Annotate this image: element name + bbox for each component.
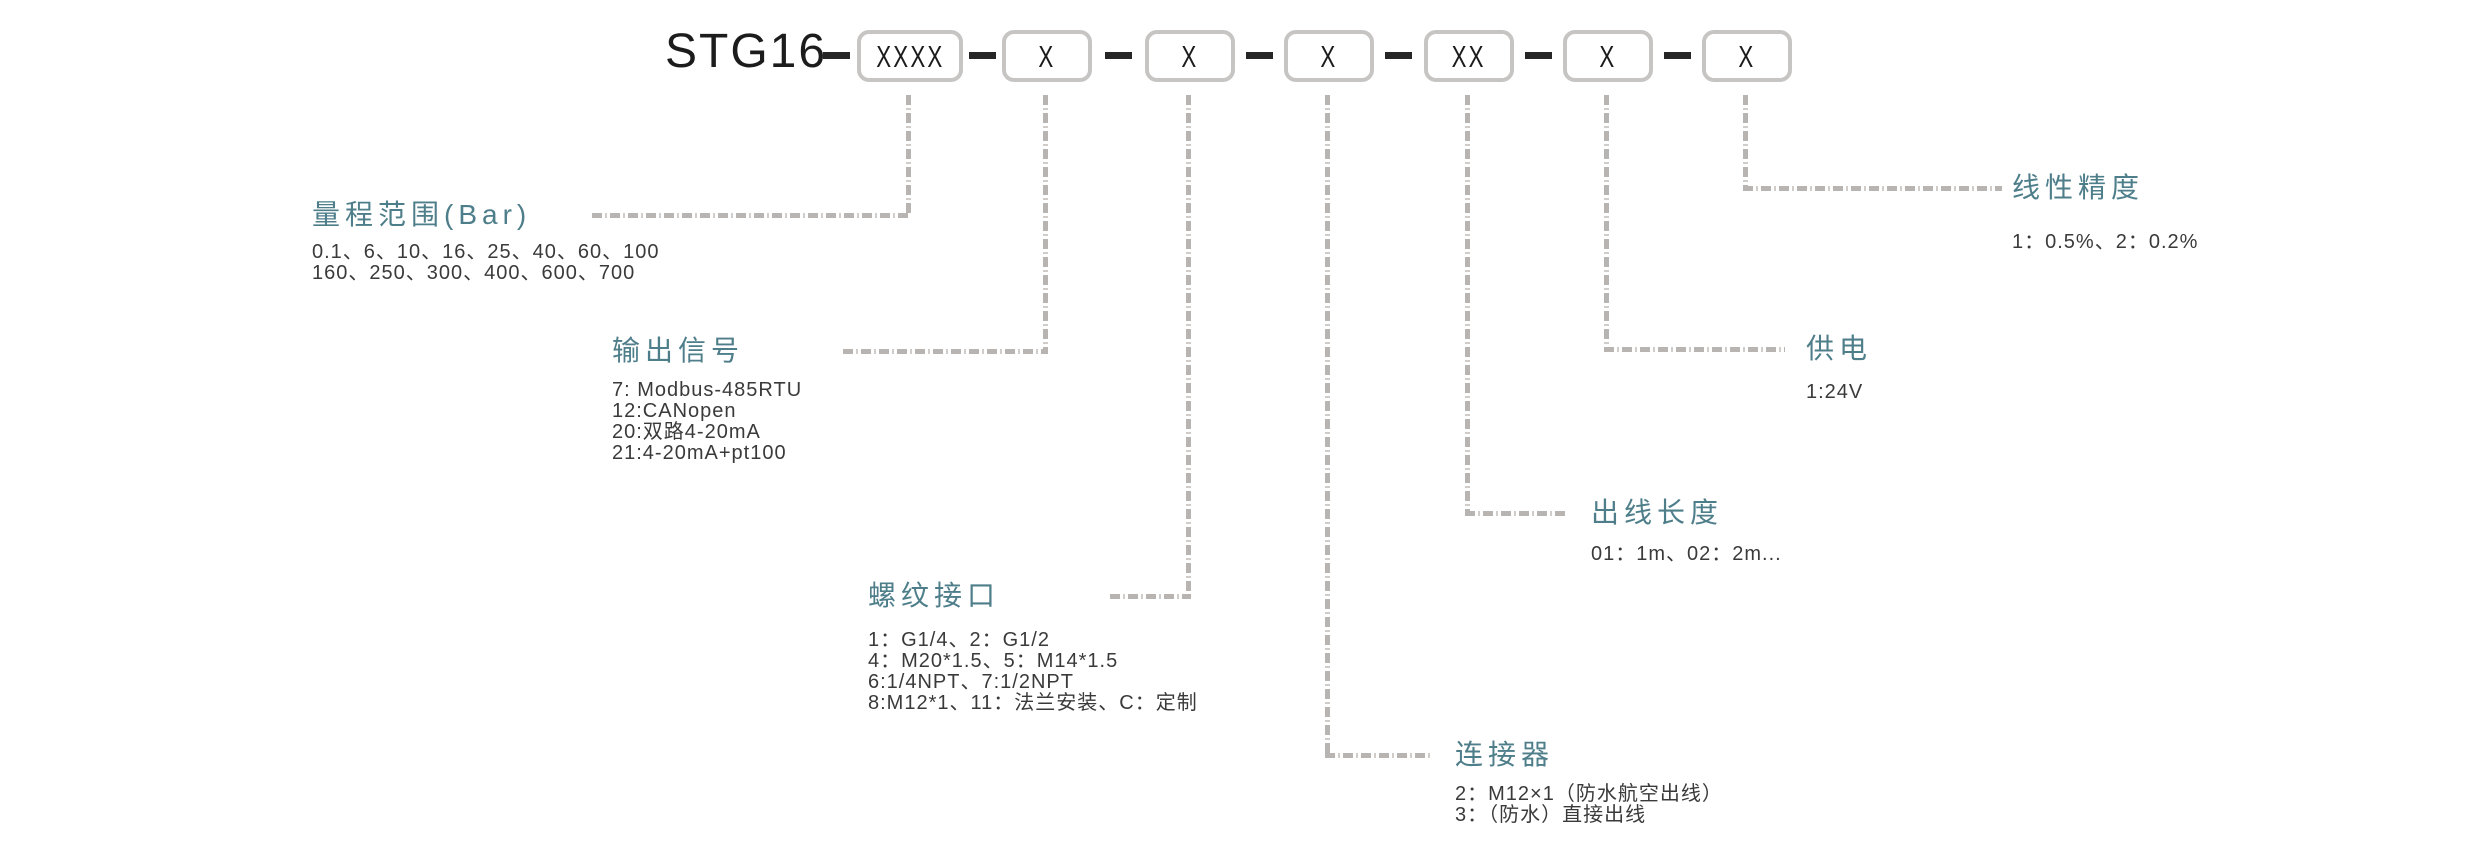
field-value-line: 7: Modbus-485RTU: [612, 379, 803, 401]
field-values-thread-interface: 1：G1/4、2：G1/2 4：M20*1.5、5：M14*1.5 6:1/4N…: [868, 630, 1198, 714]
leader-hline-power-supply: [1604, 347, 1785, 352]
leader-hline-thread-interface: [1110, 594, 1191, 599]
field-value-line: 4：M20*1.5、5：M14*1.5: [868, 650, 1119, 672]
leader-hline-range: [592, 213, 910, 218]
code-box-thread-interface: X: [1145, 30, 1235, 82]
leader-hline-cable-length: [1465, 511, 1568, 516]
field-values-power-supply: 1:24V: [1806, 382, 1863, 403]
field-label-linear-accuracy: 线性精度: [2012, 172, 2145, 203]
leader-vline-output-signal: [1043, 95, 1048, 349]
product-code-prefix: STG16: [665, 25, 828, 78]
code-box-placeholder: X: [1038, 38, 1056, 74]
field-values-connector: 2：M12×1（防水航空出线） 3：（防水）直接出线: [1455, 784, 1723, 826]
code-separator-dash: [1105, 52, 1132, 59]
field-label-output-signal: 输出信号: [612, 335, 745, 366]
code-box-placeholder: X: [1599, 38, 1617, 74]
field-values-range: 0.1、6、10、16、25、40、60、100 160、250、300、400…: [312, 242, 660, 284]
field-values-linear-accuracy: 1：0.5%、2：0.2%: [2012, 232, 2198, 253]
code-box-connector: X: [1284, 30, 1374, 82]
field-value-line: 20:双路4-20mA: [612, 421, 761, 443]
code-box-placeholder: X: [1181, 38, 1199, 74]
field-label-power-supply: 供电: [1806, 333, 1873, 364]
code-separator-dash: [1246, 52, 1273, 59]
field-label-range: 量程范围(Bar): [312, 199, 532, 230]
field-value-line: 3：（防水）直接出线: [1455, 804, 1647, 826]
field-label-thread-interface: 螺纹接口: [868, 580, 1001, 611]
field-value-line: 01：1m、02：2m...: [1591, 543, 1782, 565]
code-box-output-signal: X: [1002, 30, 1092, 82]
code-box-range: XXXX: [857, 30, 963, 82]
field-value-line: 1：G1/4、2：G1/2: [868, 629, 1050, 651]
code-separator-dash: [823, 52, 850, 59]
field-values-output-signal: 7: Modbus-485RTU 12:CANopen 20:双路4-20mA …: [612, 380, 802, 464]
field-value-line: 8:M12*1、11：法兰安装、C：定制: [868, 692, 1198, 714]
leader-hline-output-signal: [843, 349, 1048, 354]
code-box-linear-accuracy: X: [1702, 30, 1792, 82]
field-value-line: 160、250、300、400、600、700: [312, 262, 636, 284]
leader-vline-power-supply: [1604, 95, 1609, 347]
field-value-line: 1：0.5%、2：0.2%: [2012, 231, 2199, 253]
code-separator-dash: [969, 52, 996, 59]
field-values-cable-length: 01：1m、02：2m...: [1591, 544, 1782, 565]
code-separator-dash: [1664, 52, 1691, 59]
field-value-line: 12:CANopen: [612, 400, 737, 422]
code-box-cable-length: XX: [1424, 30, 1514, 82]
code-box-placeholder: XXXX: [875, 38, 945, 74]
code-separator-dash: [1385, 52, 1412, 59]
code-box-placeholder: XX: [1451, 38, 1487, 74]
code-separator-dash: [1525, 52, 1552, 59]
leader-vline-linear-accuracy: [1743, 95, 1748, 186]
leader-vline-connector: [1325, 95, 1330, 753]
field-label-connector: 连接器: [1455, 739, 1555, 770]
field-value-line: 0.1、6、10、16、25、40、60、100: [312, 241, 660, 263]
code-box-placeholder: X: [1320, 38, 1338, 74]
leader-hline-connector: [1325, 753, 1430, 758]
field-value-line: 6:1/4NPT、7:1/2NPT: [868, 671, 1074, 693]
field-label-cable-length: 出线长度: [1591, 497, 1724, 528]
leader-hline-linear-accuracy: [1743, 186, 2002, 191]
leader-vline-cable-length: [1465, 95, 1470, 511]
field-value-line: 21:4-20mA+pt100: [612, 442, 787, 464]
code-box-placeholder: X: [1738, 38, 1756, 74]
field-value-line: 1:24V: [1806, 381, 1864, 403]
leader-vline-thread-interface: [1186, 95, 1191, 594]
field-value-line: 2：M12×1（防水航空出线）: [1455, 783, 1723, 805]
code-box-power-supply: X: [1563, 30, 1653, 82]
leader-vline-range: [906, 95, 911, 213]
